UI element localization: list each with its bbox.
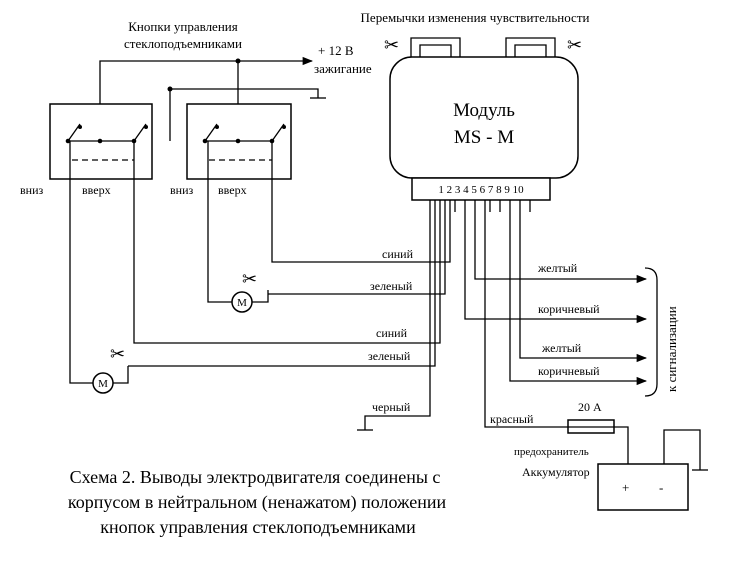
- battery-ground-wire: [663, 429, 701, 470]
- brown-wire-1: [464, 200, 648, 324]
- green-label-1: зеленый: [370, 279, 413, 293]
- window-buttons-label-line2: стеклоподъемниками: [124, 36, 242, 51]
- jumpers-label: Перемычки изменения чувствительности: [361, 10, 590, 25]
- scissors-icon: ✂: [567, 35, 582, 55]
- down-label-left: вниз: [20, 183, 44, 197]
- ignition-voltage-label: + 12 В: [318, 43, 354, 58]
- ground-wire-top: [169, 88, 319, 141]
- connector-pin-numbers: 1 2 3 4 5 6 7 8 9 10: [438, 184, 524, 196]
- jumper-right-inner: [514, 44, 547, 65]
- motor2-label: M: [237, 297, 247, 309]
- jumper-left-inner: [419, 44, 452, 65]
- fuse-label: предохранитель: [514, 446, 589, 458]
- yellow-wire-2: [519, 200, 648, 363]
- up-label-right: вверх: [218, 183, 247, 197]
- brown-wire-2: [509, 200, 648, 386]
- module-name: Модуль: [453, 100, 515, 121]
- battery-plus: +: [622, 480, 629, 495]
- motor1-left-lead: [69, 141, 93, 384]
- scissors-icon: ✂: [110, 344, 125, 364]
- battery: [597, 463, 689, 511]
- yellow-label-2: желтый: [541, 341, 582, 355]
- jumper-left: [410, 37, 461, 65]
- scissors-icon: ✂: [384, 35, 399, 55]
- blue-label-2: синий: [376, 326, 408, 340]
- green-label-2: зеленый: [368, 349, 411, 363]
- yellow-wire-1: [474, 200, 648, 284]
- red-wire: [484, 200, 568, 428]
- motor1-label: M: [98, 378, 108, 390]
- brown-label-2: коричневый: [538, 364, 600, 378]
- green-wire-1: [268, 200, 446, 295]
- ignition-label: зажигание: [314, 61, 372, 76]
- red-label: красный: [490, 412, 534, 426]
- brown-label-1: коричневый: [538, 302, 600, 316]
- junction: [167, 86, 173, 92]
- black-label: черный: [372, 400, 411, 414]
- black-wire: [364, 200, 431, 430]
- caption-line2: корпусом в нейтральном (ненажатом) полож…: [68, 492, 447, 513]
- window-buttons-label-line1: Кнопки управления: [128, 19, 237, 34]
- fuse-to-battery: [614, 426, 629, 464]
- blue-wire-1: [271, 141, 451, 263]
- module-connector: [411, 177, 551, 201]
- alarm-brace: [644, 267, 658, 397]
- alarm-label: к сигнализации: [664, 306, 679, 392]
- scissors-icon: ✂: [242, 269, 257, 289]
- blue-wire-2: [133, 141, 441, 344]
- up-label-left: вверх: [82, 183, 111, 197]
- module-model: MS - M: [454, 127, 514, 148]
- battery-minus: -: [659, 480, 663, 495]
- battery-label: Аккумулятор: [522, 465, 590, 479]
- yellow-label-1: желтый: [537, 261, 578, 275]
- down-label-right: вниз: [170, 183, 194, 197]
- green-wire-2: [128, 200, 436, 367]
- motor2-left-lead: [207, 141, 232, 303]
- caption-line1: Схема 2. Выводы электродвигателя соедине…: [70, 467, 441, 487]
- blue-label-1: синий: [382, 247, 414, 261]
- fuse-rating: 20 А: [578, 400, 602, 414]
- caption-line3: кнопок управления стеклоподъемниками: [100, 517, 416, 537]
- jumper-right: [505, 37, 556, 65]
